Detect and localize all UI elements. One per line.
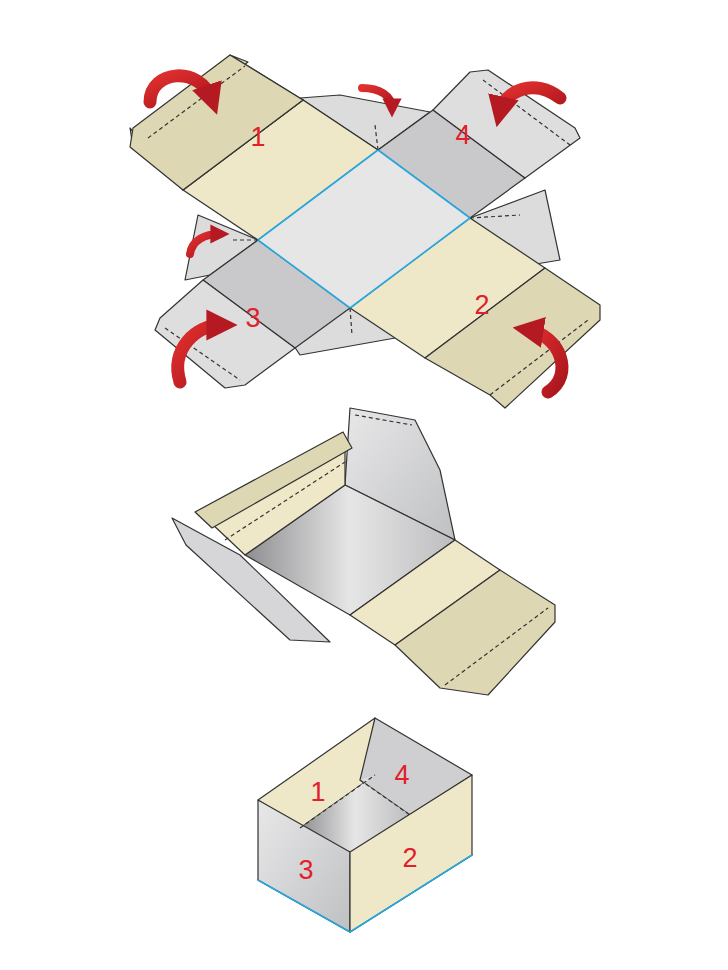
panel-number: 2	[402, 845, 417, 872]
assembled-box	[258, 718, 472, 932]
flat-net	[130, 55, 600, 408]
partly-folded-net	[172, 408, 555, 695]
fold-arrows	[150, 76, 562, 392]
panel-number: 2	[474, 292, 489, 319]
panel-number: 3	[298, 857, 313, 884]
panel-number: 4	[455, 122, 470, 149]
fold-lines-box	[300, 775, 410, 828]
panel-number: 4	[394, 762, 409, 789]
panel-number: 1	[250, 124, 265, 151]
panel-number: 3	[245, 305, 260, 332]
fold-lines-middle	[225, 415, 548, 685]
panel-number: 1	[310, 779, 325, 806]
fold-lines	[148, 66, 588, 395]
